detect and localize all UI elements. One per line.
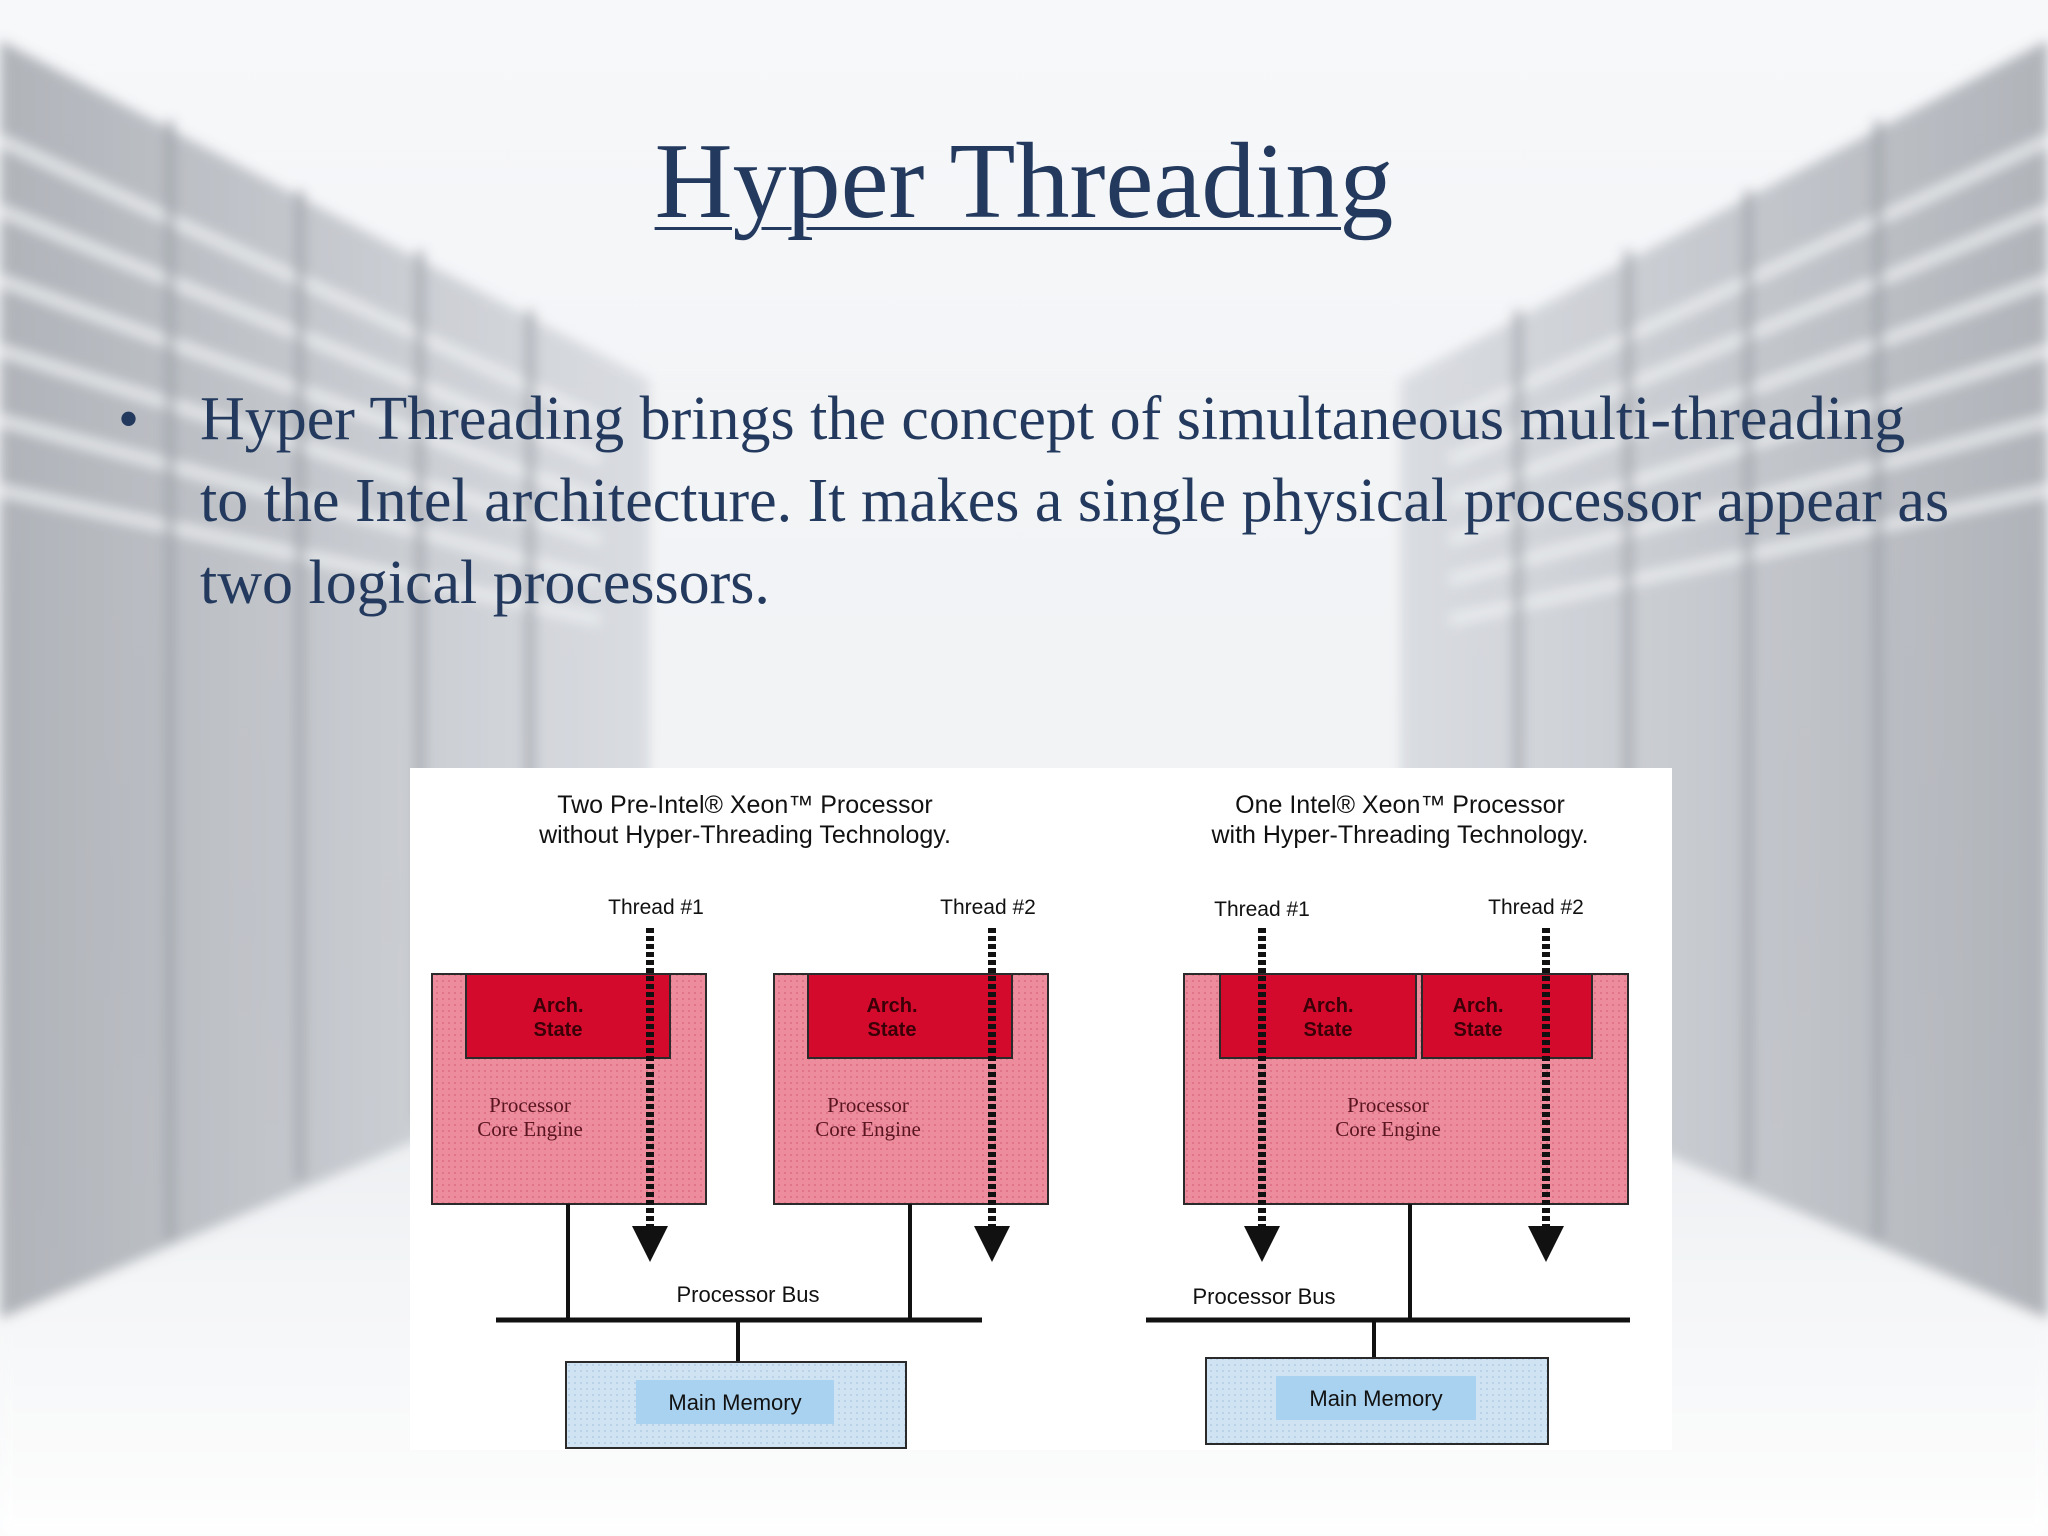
slide-title-text: Hyper Threading	[654, 122, 1394, 241]
bullet-dot-icon: •	[118, 386, 140, 452]
right-bus-label: Processor Bus	[1192, 1284, 1335, 1309]
right-memory-label: Main Memory	[1309, 1386, 1442, 1411]
right-as2-line2: State	[1454, 1019, 1503, 1041]
left-p1-core-line1: Processor	[489, 1093, 571, 1117]
right-thread2-arrowhead-icon	[1528, 1226, 1564, 1262]
left-p1-arch-line2: State	[534, 1019, 583, 1041]
right-thread1-label: Thread #1	[1214, 898, 1310, 921]
left-main-memory-box	[565, 1361, 907, 1449]
right-core-line1: Processor	[1347, 1093, 1429, 1117]
slide-title: Hyper Threading	[0, 128, 2048, 236]
left-memory-label: Main Memory	[668, 1390, 801, 1415]
left-memory-label-bg	[636, 1380, 834, 1424]
right-caption-line1: One Intel® Xeon™ Processor	[1235, 791, 1565, 819]
left-p2-core-line1: Processor	[827, 1093, 909, 1117]
right-core-line2: Core Engine	[1335, 1117, 1441, 1141]
left-p2-arch-line2: State	[868, 1019, 917, 1041]
right-as1-line1: Arch.	[1302, 995, 1353, 1017]
right-arch-state-1	[1219, 973, 1417, 1059]
bullet-text: Hyper Threading brings the concept of si…	[200, 385, 1950, 617]
right-arch-state-2	[1421, 973, 1593, 1059]
hyperthreading-diagram: Two Pre-Intel® Xeon™ Processor without H…	[410, 768, 1672, 1450]
left-caption-line2: without Hyper-Threading Technology.	[538, 821, 951, 849]
left-p2-arch-line1: Arch.	[866, 995, 917, 1017]
left-thread1-label: Thread #1	[608, 896, 704, 919]
left-caption-line1: Two Pre-Intel® Xeon™ Processor	[557, 791, 933, 819]
left-bus-label: Processor Bus	[676, 1282, 819, 1307]
right-caption-line2: with Hyper-Threading Technology.	[1210, 821, 1588, 849]
right-as1-line2: State	[1304, 1019, 1353, 1041]
diagram-svg: Two Pre-Intel® Xeon™ Processor without H…	[431, 791, 1630, 1449]
right-as2-line1: Arch.	[1452, 995, 1503, 1017]
right-thread2-label: Thread #2	[1488, 896, 1584, 919]
left-p1-core-line2: Core Engine	[477, 1117, 583, 1141]
right-memory-label-bg	[1276, 1376, 1476, 1420]
left-processor1-arch-state	[465, 973, 671, 1059]
left-thread1-arrowhead-icon	[632, 1226, 668, 1262]
left-panel: Two Pre-Intel® Xeon™ Processor without H…	[431, 791, 1049, 1449]
left-p1-arch-line1: Arch.	[532, 995, 583, 1017]
right-panel: One Intel® Xeon™ Processor with Hyper-Th…	[1146, 791, 1630, 1445]
left-thread2-label: Thread #2	[940, 896, 1036, 919]
right-thread1-arrowhead-icon	[1244, 1226, 1280, 1262]
left-p2-core-line2: Core Engine	[815, 1117, 921, 1141]
left-thread2-arrowhead-icon	[974, 1226, 1010, 1262]
left-processor2-arch-state	[807, 973, 1013, 1059]
